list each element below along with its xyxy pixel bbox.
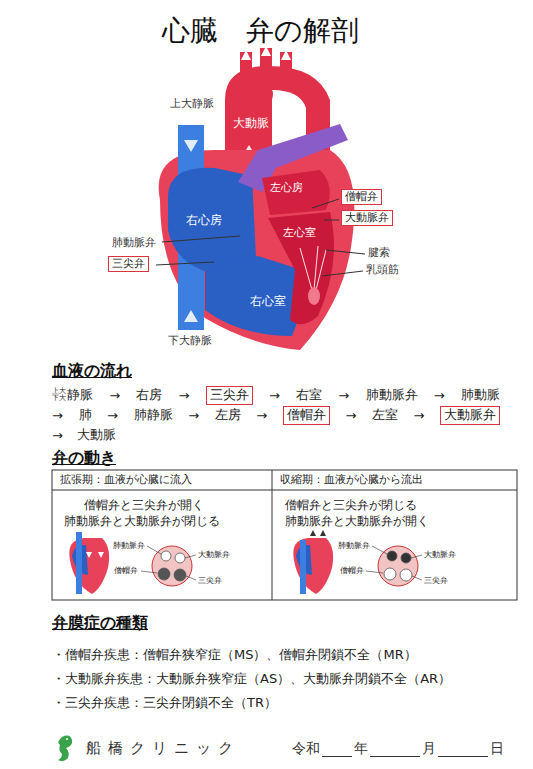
part-label: 大動脈 xyxy=(233,116,269,130)
part-label: 下大静脈 xyxy=(168,334,212,347)
part-label: 乳頭筋 xyxy=(366,263,399,276)
flow-arrow: → xyxy=(52,428,63,443)
table-header: 収縮期：血液が心臓から流出 xyxy=(280,473,423,486)
small-label: 大動脈弁 xyxy=(424,550,456,560)
valve-box: 僧帽弁 xyxy=(283,406,330,425)
small-label: 三尖弁 xyxy=(424,576,448,586)
flow-step: 肺動脈 xyxy=(461,386,500,404)
flow-step: 上大 xyxy=(52,388,66,395)
table-header: 拡張期：血液が心臓に流入 xyxy=(60,473,192,486)
flow-arrow: → xyxy=(413,408,424,423)
flow-step: 肺静脈 xyxy=(134,406,173,424)
small-label: 肺動脈弁 xyxy=(338,541,370,551)
flow-arrow: → xyxy=(269,388,280,403)
valve-box: 僧帽弁 xyxy=(341,189,382,205)
list-item: ・大動脈弁疾患：大動脈弁狭窄症（AS）、大動脈弁閉鎖不全（AR） xyxy=(52,671,451,687)
part-label: 左心房 xyxy=(270,181,303,194)
table-cell: 僧帽弁と三尖弁が開く xyxy=(84,498,204,512)
table-cell: 僧帽弁と三尖弁が閉じる xyxy=(285,498,417,512)
part-label: 右心室 xyxy=(250,294,286,308)
flow-step: 左室 xyxy=(372,406,398,424)
date-field: 年 xyxy=(354,740,368,758)
flow-step: 下大 xyxy=(52,395,66,402)
flow-arrow: → xyxy=(434,388,445,403)
flow-arrow: → xyxy=(256,408,267,423)
valve-box: 大動脈弁 xyxy=(341,210,393,226)
flow-step: 静脈 xyxy=(67,386,93,404)
part-label: 左心室 xyxy=(283,226,316,239)
date-blank xyxy=(370,742,420,757)
valve-name: 僧帽弁 xyxy=(287,407,326,422)
small-label: 三尖弁 xyxy=(198,576,222,586)
valve-box: 大動脈弁 xyxy=(440,406,500,425)
small-label: 大動脈弁 xyxy=(198,550,230,560)
table-cell: 肺動脈弁と大動脈弁が開く xyxy=(285,514,429,528)
flow-arrow: → xyxy=(109,388,120,403)
list-item: ・僧帽弁疾患：僧帽弁狭窄症（MS）、僧帽弁閉鎖不全（MR） xyxy=(52,647,417,663)
valve-name: 三尖弁 xyxy=(210,387,249,402)
small-label: 僧帽弁 xyxy=(114,566,138,576)
flow-arrow: → xyxy=(107,408,118,423)
valve-box: 三尖弁 xyxy=(206,386,253,405)
section-heading: 血液の流れ xyxy=(52,361,132,380)
flow-step: 右室 xyxy=(296,386,322,404)
small-label: 僧帽弁 xyxy=(340,566,364,576)
flow-step: 肺動脈弁 xyxy=(366,386,418,404)
part-label: 肺動脈弁 xyxy=(112,236,156,249)
date-field: 令和 xyxy=(292,740,320,758)
valve-name: 大動脈弁 xyxy=(444,407,496,422)
date-blank xyxy=(438,742,488,757)
part-label: 上大静脈 xyxy=(170,97,214,110)
part-label: 右心房 xyxy=(186,213,222,227)
valve-name: 三尖弁 xyxy=(112,257,145,270)
section-heading: 弁膜症の種類 xyxy=(52,613,148,632)
date-field: 日 xyxy=(490,740,504,758)
flow-arrow: → xyxy=(179,388,190,403)
flow-arrow: → xyxy=(52,408,63,423)
part-label: 腱索 xyxy=(368,246,390,259)
flow-arrow: → xyxy=(338,388,349,403)
page-title: 心臓 弁の解剖 xyxy=(0,14,520,48)
flow-arrow: → xyxy=(345,408,356,423)
date-field: 月 xyxy=(422,740,436,758)
flow-step: 肺 xyxy=(79,406,92,424)
flow-step: 大動脈 xyxy=(77,426,116,444)
clinic-name: 船橋クリニック xyxy=(86,739,240,757)
valve-box: 三尖弁 xyxy=(108,256,149,272)
flow-arrow: → xyxy=(188,408,199,423)
valve-name: 僧帽弁 xyxy=(345,190,378,203)
section-heading: 弁の動き xyxy=(52,448,116,467)
flow-step: 右房 xyxy=(136,386,162,404)
table-cell: 肺動脈弁と大動脈弁が閉じる xyxy=(64,514,220,528)
list-item: ・三尖弁疾患：三尖弁閉鎖不全（TR） xyxy=(52,695,277,711)
date-blank xyxy=(322,742,352,757)
flow-step: 左房 xyxy=(215,406,241,424)
small-label: 肺動脈弁 xyxy=(113,541,145,551)
valve-name: 大動脈弁 xyxy=(345,211,389,224)
